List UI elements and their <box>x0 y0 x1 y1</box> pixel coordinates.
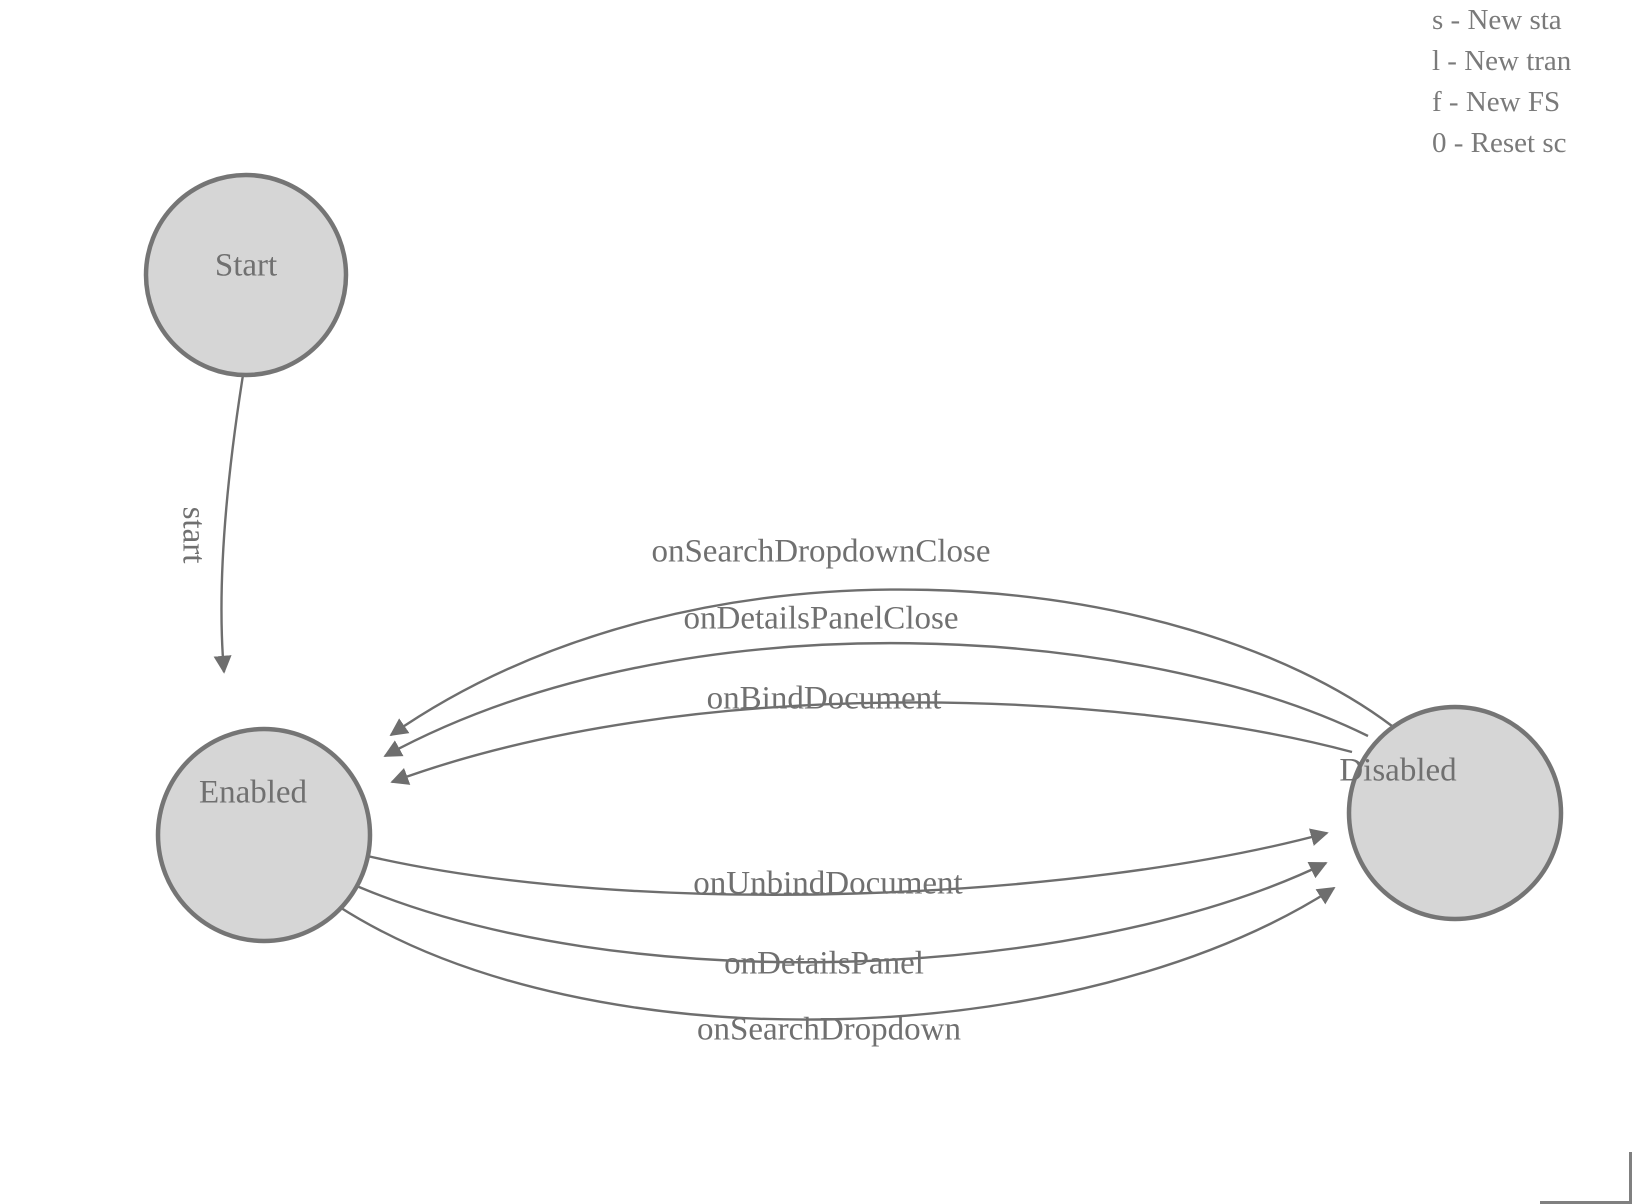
state-node-start[interactable] <box>143 172 349 378</box>
state-node-enabled[interactable] <box>155 726 373 944</box>
edge-details-panel-close[interactable] <box>383 641 1369 758</box>
edge-details-panel[interactable] <box>351 861 1328 964</box>
edge-search-dropdown[interactable] <box>337 886 1336 1021</box>
state-hit-start[interactable] <box>146 175 346 375</box>
state-node-disabled[interactable] <box>1346 704 1564 922</box>
edge-start-to-enabled[interactable] <box>213 374 245 674</box>
viewport-border-bottom <box>1540 1201 1632 1204</box>
viewport-border-right <box>1629 1152 1632 1204</box>
edge-search-dropdown-close[interactable] <box>389 588 1393 737</box>
state-hit-enabled[interactable] <box>158 729 370 941</box>
edge-bind-document[interactable] <box>390 701 1353 785</box>
edge-unbind-document[interactable] <box>362 828 1329 896</box>
state-hit-disabled[interactable] <box>1349 707 1561 919</box>
